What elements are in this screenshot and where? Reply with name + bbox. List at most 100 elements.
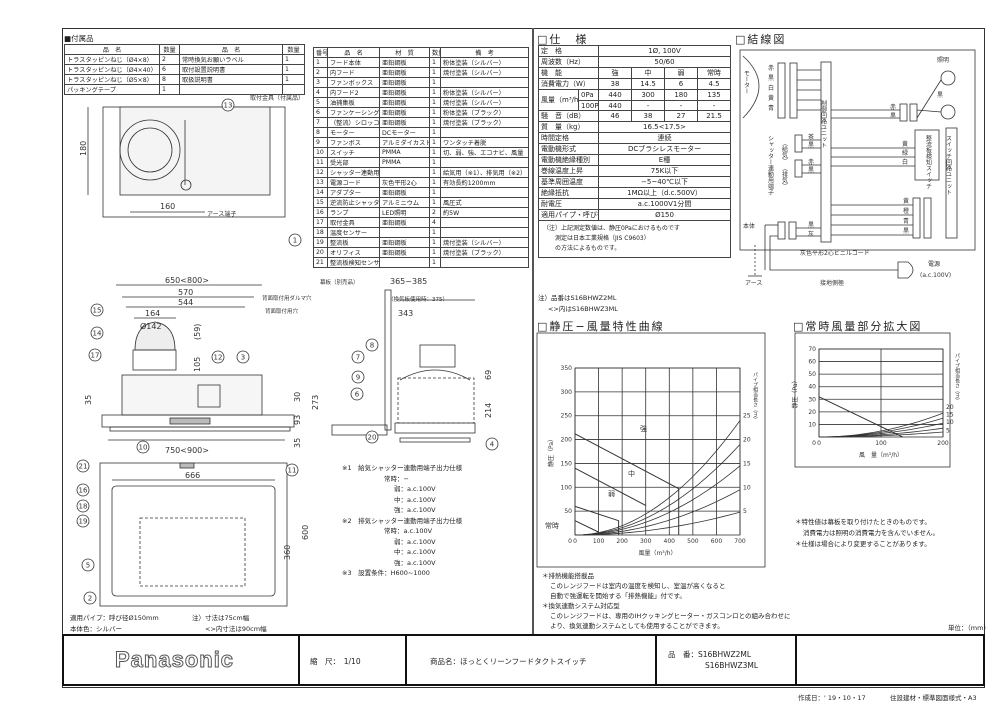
spec-note: の方法によるものです。 (555, 245, 621, 253)
y-tick-label: 40 (808, 384, 816, 391)
balloon-number: 20 (368, 434, 377, 442)
title-block (62, 634, 985, 686)
wiring-diagram (739, 49, 976, 279)
y-tick-label: 50 (564, 508, 572, 515)
dim-650: 650<800> (165, 276, 209, 285)
y-tick-label: 250 (561, 413, 573, 420)
spec-value: 38 (598, 78, 632, 90)
wiring-power: 電源 (928, 260, 940, 268)
balloon-circle (76, 483, 90, 497)
x-tick-label: 700 (734, 538, 746, 545)
wire-color: 茶 (808, 133, 814, 141)
balloon-number: 5 (86, 562, 90, 570)
note-line: 強：a.c.100V (394, 506, 436, 514)
dim-273: 273 (311, 395, 320, 410)
label-rear-hole-keyhole: 背面取付用ダルマ穴 (262, 294, 312, 302)
x-axis-label: 風 量（m³/h） (859, 452, 903, 459)
dim-570: 570 (178, 288, 193, 297)
series-label: 強 (640, 425, 647, 433)
series-line-強 (574, 433, 680, 535)
x-axis-label: 風量（m³/h） (638, 550, 676, 557)
wire-color: 黒 (808, 142, 814, 149)
note-line: ＊特性値は幕板を取り付けたときのものです。 (795, 518, 931, 526)
table-row: 21整流板検知センサー1 (313, 257, 529, 268)
note-line: 弱：a.c.100V (394, 485, 436, 493)
x-tick-label: 300 (640, 538, 652, 545)
note-line: 中：a.c.100V (394, 548, 436, 556)
dim-93: 93 (293, 415, 302, 425)
x-tick-label: 0 (568, 538, 572, 545)
balloon-number: 10 (139, 444, 148, 452)
accessories-title-text: 付属品 (71, 34, 94, 43)
x-tick-label: 500 (687, 538, 699, 545)
balloon-circle (485, 437, 499, 451)
wiring-supply: （給気） (781, 140, 788, 164)
wire-color: 赤 (808, 159, 814, 166)
balloon-circle (350, 387, 364, 401)
table-cell (282, 84, 305, 95)
y2-tick-label: 10 (743, 484, 751, 491)
color-note: 本体色：シルバー (70, 625, 122, 633)
dim-343: 343 (398, 309, 413, 318)
x-tick-label: 100 (593, 538, 605, 545)
y-tick-label: 30 (808, 396, 816, 403)
spec-notes-row: （注）上記測定数値は、静圧0Paにおけるものです 測定は日本工業規格（JIS C… (537, 220, 732, 259)
zoom-chart-frame (794, 332, 951, 468)
note-line: 常時：a.c.100V (384, 527, 433, 535)
wiring-rectifier-switch: 整流板検知スイッチ (925, 134, 932, 189)
spec-value: 21.5 (696, 110, 732, 123)
balloon-circle (76, 514, 90, 528)
scale-label: 縮 尺： 1/10 (310, 657, 361, 666)
dim-750: 750<900> (165, 446, 209, 455)
note-line: ※2 排気シャッター連動用端子出力仕様 (342, 516, 463, 525)
wire-color: 黄 (903, 197, 909, 205)
x-tick-label: 400 (664, 538, 676, 545)
balloon-number: 14 (93, 330, 102, 338)
balloon-circle (236, 350, 250, 364)
balloon-circle (365, 338, 379, 352)
balloon-circle (83, 591, 97, 605)
label-curtain: 幕板（別売品） (320, 278, 359, 286)
note-line: ※3 設置条件：H600~1000 (342, 569, 430, 577)
wire-color: 赤 (768, 65, 774, 72)
note-line: 中：a.c.100V (394, 495, 436, 504)
balloon-number: 12 (214, 354, 223, 362)
zoom-chart-title: □常時風量部分拡大図 (793, 320, 923, 333)
note-line: このレンジフードは室内の温度を検知し、室温が高くなると (550, 582, 726, 590)
wiring-title: □結線図 (735, 33, 787, 46)
balloon-number: 16 (79, 487, 88, 495)
wire-color: 青 (903, 217, 909, 225)
note-line: 弱：a.c.100V (394, 537, 436, 546)
balloon-circle (211, 350, 225, 364)
balloon-circle (76, 499, 90, 513)
dim-360: 360 (283, 545, 292, 560)
pipe-resistance-curve (574, 511, 741, 536)
y-tick-label: 50 (808, 371, 816, 378)
zoom-chart-title-text: 常時風量部分拡大図 (805, 320, 923, 333)
dim-180: 180 (79, 141, 88, 156)
wiring-motor: モーター (743, 70, 750, 94)
label-rear-hole: 背面取付用穴 (265, 307, 299, 315)
y-tick-label: 350 (561, 365, 573, 372)
note-line: ※1 給気シャッター連動用端子出力仕様 (342, 464, 463, 472)
product-name: 商品名：ほっとくリーンフードタクトスイッチ (430, 657, 587, 666)
balloon-circle (76, 459, 90, 473)
bottom-view (99, 462, 288, 607)
balloon-circle (285, 463, 299, 477)
y-tick-label: 100 (561, 484, 573, 491)
balloon-number: 21 (79, 463, 88, 471)
series-label: 常時 (545, 521, 559, 530)
series-line-中 (574, 467, 646, 506)
wire-color: 赤 (890, 104, 896, 111)
balloon-number: 1 (293, 237, 297, 245)
wiring-title-text: 結線図 (747, 33, 787, 46)
